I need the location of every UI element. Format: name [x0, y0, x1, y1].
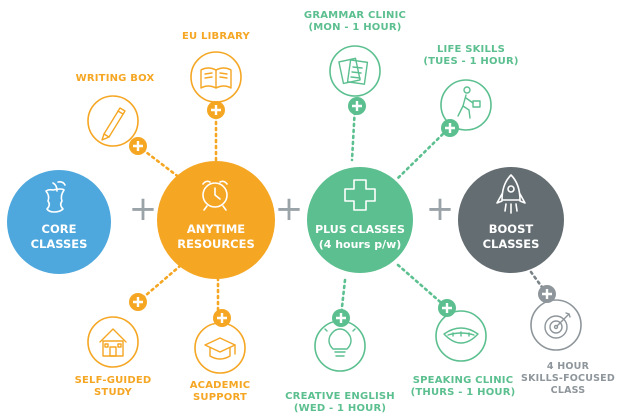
hub-anytime-label: ANYTIME RESOURCES [158, 222, 274, 252]
alarm-clock-icon [202, 180, 228, 211]
connector-life-skills [394, 128, 449, 182]
connector-skills-focused [529, 270, 549, 296]
hub-plus-label: PLUS CLASSES (4 hours p/w) [306, 222, 414, 252]
label-creative: CREATIVE ENGLISH (WED - 1 HOUR) [270, 391, 410, 415]
connector-self-guided [136, 264, 182, 304]
connector-grammar [350, 104, 357, 162]
satellite-writing-box [87, 95, 139, 147]
label-line: CREATIVE ENGLISH [285, 391, 395, 402]
target-icon [544, 312, 571, 339]
hub-boost-line1: BOOST [488, 222, 534, 236]
plus-badge-icon [213, 309, 231, 327]
label-line: CLASS [550, 385, 586, 396]
hub-core [7, 170, 111, 274]
plus-badge-icon [538, 285, 556, 303]
label-line: SKILLS-FOCUSED [521, 373, 615, 384]
label-academic: ACADEMIC SUPPORT [170, 380, 270, 404]
plus-connector-3: + [425, 189, 455, 229]
book-icon [200, 67, 232, 89]
plus-badges [129, 97, 556, 327]
label-line: (MON - 1 HOUR) [308, 22, 402, 33]
label-skills-focused: 4 HOUR SKILLS-FOCUSED CLASS [513, 361, 623, 397]
hub-plus [307, 167, 413, 273]
plus-badge-icon [129, 137, 147, 155]
plus-connector-1: + [128, 189, 158, 229]
rocket-icon [496, 174, 526, 214]
satellite-self-guided [87, 316, 139, 368]
documents-icon [338, 57, 369, 85]
hub-plus-line2: (4 hours p/w) [318, 238, 402, 251]
plus-badge-icon [441, 119, 459, 137]
mouth-icon [443, 327, 479, 344]
label-self-guided: SELF-GUIDED STUDY [63, 375, 163, 399]
label-line: STUDY [94, 387, 132, 398]
plus-badge-icon [332, 309, 350, 327]
satellite-academic [194, 322, 246, 374]
label-line: WRITING BOX [75, 73, 155, 84]
label-line: GRAMMAR CLINIC [303, 10, 407, 21]
hub-core-line2: CLASSES [30, 237, 88, 251]
hub-core-line1: CORE [41, 222, 77, 236]
plus-badge-icon [348, 97, 366, 115]
plus-badge-icon [438, 299, 456, 317]
label-eu-library: EU LIBRARY [166, 31, 266, 43]
label-line: (WED - 1 HOUR) [293, 403, 387, 414]
hub-anytime-line1: ANYTIME [186, 222, 246, 236]
label-line: EU LIBRARY [182, 31, 250, 42]
label-line: SUPPORT [193, 392, 247, 403]
hub-anytime-line2: RESOURCES [177, 237, 255, 251]
hub-plus-line1: PLUS CLASSES [315, 223, 405, 236]
hub-boost-label: BOOST CLASSES [461, 222, 561, 252]
hub-anytime [157, 161, 275, 279]
house-icon [99, 328, 127, 357]
satellite-grammar [329, 45, 381, 97]
hub-boost-line2: CLASSES [482, 237, 540, 251]
plus-badge-icon [207, 101, 225, 119]
hub-boost [458, 167, 564, 273]
graduation-cap-icon [204, 337, 236, 360]
satellite-life-skills [440, 79, 492, 131]
label-line: SELF-GUIDED [74, 375, 152, 386]
label-line: SPEAKING CLINIC [412, 375, 514, 386]
plus-badge-icon [129, 293, 147, 311]
label-grammar: GRAMMAR CLINIC (MON - 1 HOUR) [290, 10, 420, 34]
apple-core-icon [45, 181, 66, 213]
label-speaking: SPEAKING CLINIC (THURS - 1 HOUR) [401, 375, 525, 399]
pen-icon [101, 107, 126, 141]
label-line: ACADEMIC [189, 380, 251, 391]
walking-person-icon [457, 86, 481, 119]
hub-core-label: CORE CLASSES [9, 222, 109, 252]
label-line: 4 HOUR [546, 361, 590, 372]
label-line: (TUES - 1 HOUR) [423, 56, 519, 67]
label-line: (THURS - 1 HOUR) [410, 387, 516, 398]
label-life-skills: LIFE SKILLS (TUES - 1 HOUR) [411, 44, 531, 68]
plus-connector-2: + [274, 189, 304, 229]
label-writing-box: WRITING BOX [60, 73, 170, 85]
label-line: LIFE SKILLS [436, 44, 506, 55]
connector-speaking [396, 263, 448, 309]
medical-cross-icon [344, 179, 376, 211]
